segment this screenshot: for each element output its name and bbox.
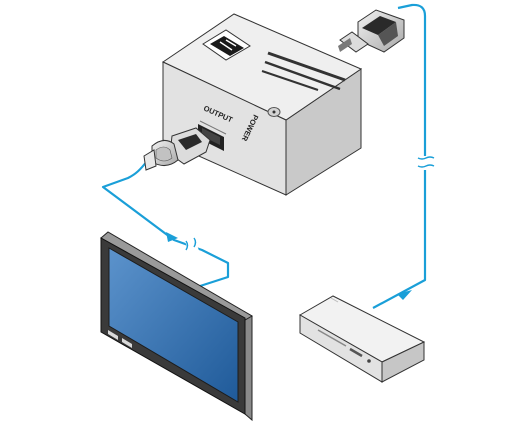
cable-break-mark-2: [417, 156, 435, 170]
source-player: [298, 295, 426, 383]
kramer-k-logo: [202, 29, 251, 61]
converter-device: OUTPUT POWER: [161, 13, 363, 196]
arrowhead: [397, 290, 412, 300]
hdmi-plug-output: [143, 127, 211, 171]
cable-output-to-display: [101, 159, 230, 289]
arrowhead: [166, 232, 178, 242]
cable-break-mark-1: [184, 237, 200, 255]
hdmi-plug-top: [338, 9, 405, 53]
hdmi-output-port: [198, 120, 227, 151]
power-port: [267, 107, 281, 117]
cable-source-to-device: [372, 3, 427, 309]
display-monitor: [100, 231, 253, 422]
